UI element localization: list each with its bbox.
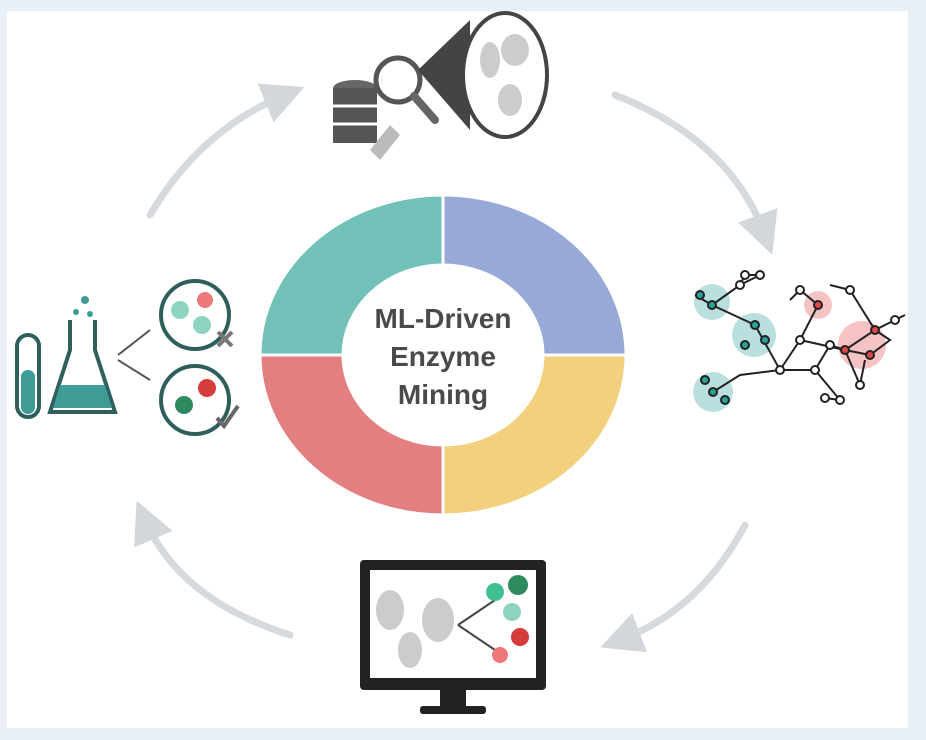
cycle-arrows — [134, 83, 778, 653]
ring-segment-teal — [258, 193, 445, 357]
lab-experiment-icon — [15, 279, 240, 436]
arrow-top-right — [611, 91, 778, 255]
center-title-line1: ML-Driven — [375, 303, 512, 334]
ring-segment-red — [258, 353, 445, 517]
database-search-icon — [333, 11, 549, 160]
center-ring — [258, 193, 628, 517]
ring-segment-yellow — [441, 353, 628, 517]
ring-segment-blue — [441, 193, 628, 357]
center-title-line3: Mining — [398, 379, 488, 410]
arrow-bottom-left — [134, 500, 294, 639]
molecular-network-icon — [693, 270, 906, 412]
arrow-top-left — [146, 83, 305, 219]
center-title-line2: Enzyme — [390, 341, 496, 372]
computer-monitor-icon — [360, 560, 546, 714]
arrow-bottom-right — [600, 521, 749, 653]
